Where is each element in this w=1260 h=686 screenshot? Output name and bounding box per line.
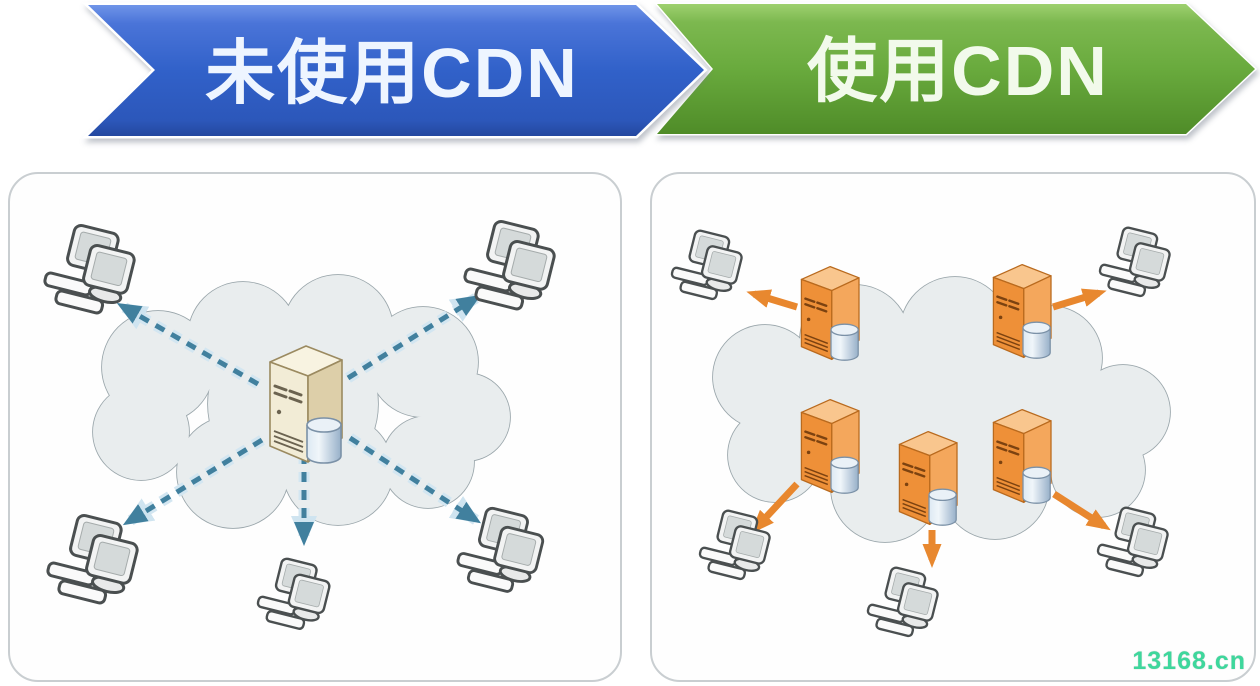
cdn-edge-server-icon xyxy=(800,398,860,494)
client-workstation-icon xyxy=(462,218,558,312)
banner-label-with-cdn: 使用CDN xyxy=(807,32,1109,110)
banner-arrow-with-cdn xyxy=(653,2,1258,136)
solid-link-arrow xyxy=(750,481,800,534)
panel-with-cdn xyxy=(650,172,1256,682)
with-cdn-diagram xyxy=(669,225,1172,638)
without-cdn-diagram xyxy=(42,218,558,631)
client-workstation-icon xyxy=(865,565,940,638)
watermark-text: 13168.cn xyxy=(1132,647,1246,675)
cdn-edge-server-icon xyxy=(992,263,1052,359)
solid-link-arrow xyxy=(746,289,799,311)
panel-without-cdn xyxy=(8,172,622,682)
origin-server-icon xyxy=(269,345,343,464)
cdn-edge-server-icon xyxy=(992,408,1052,504)
client-workstation-icon xyxy=(45,512,141,606)
solid-link-arrow xyxy=(1052,491,1111,531)
cdn-edge-server-icon xyxy=(898,430,958,526)
client-workstation-icon xyxy=(1095,505,1170,578)
cdn-edge-server-icon xyxy=(800,265,860,361)
client-workstation-icon xyxy=(669,228,744,301)
solid-link-arrow xyxy=(1051,288,1107,311)
client-workstation-icon xyxy=(255,556,332,631)
dashed-link-arrow xyxy=(345,293,482,383)
client-workstation-icon xyxy=(1097,225,1172,298)
dashed-link-arrow xyxy=(122,435,265,527)
dashed-link-arrow xyxy=(116,301,261,389)
banner-label-without-cdn: 未使用CDN xyxy=(205,34,579,112)
dashed-link-arrow xyxy=(346,433,482,525)
client-workstation-icon xyxy=(42,222,138,316)
banner-arrow-without-cdn xyxy=(81,2,708,139)
banner-ribbon: 未使用CDN 使用CDN xyxy=(81,2,1258,139)
